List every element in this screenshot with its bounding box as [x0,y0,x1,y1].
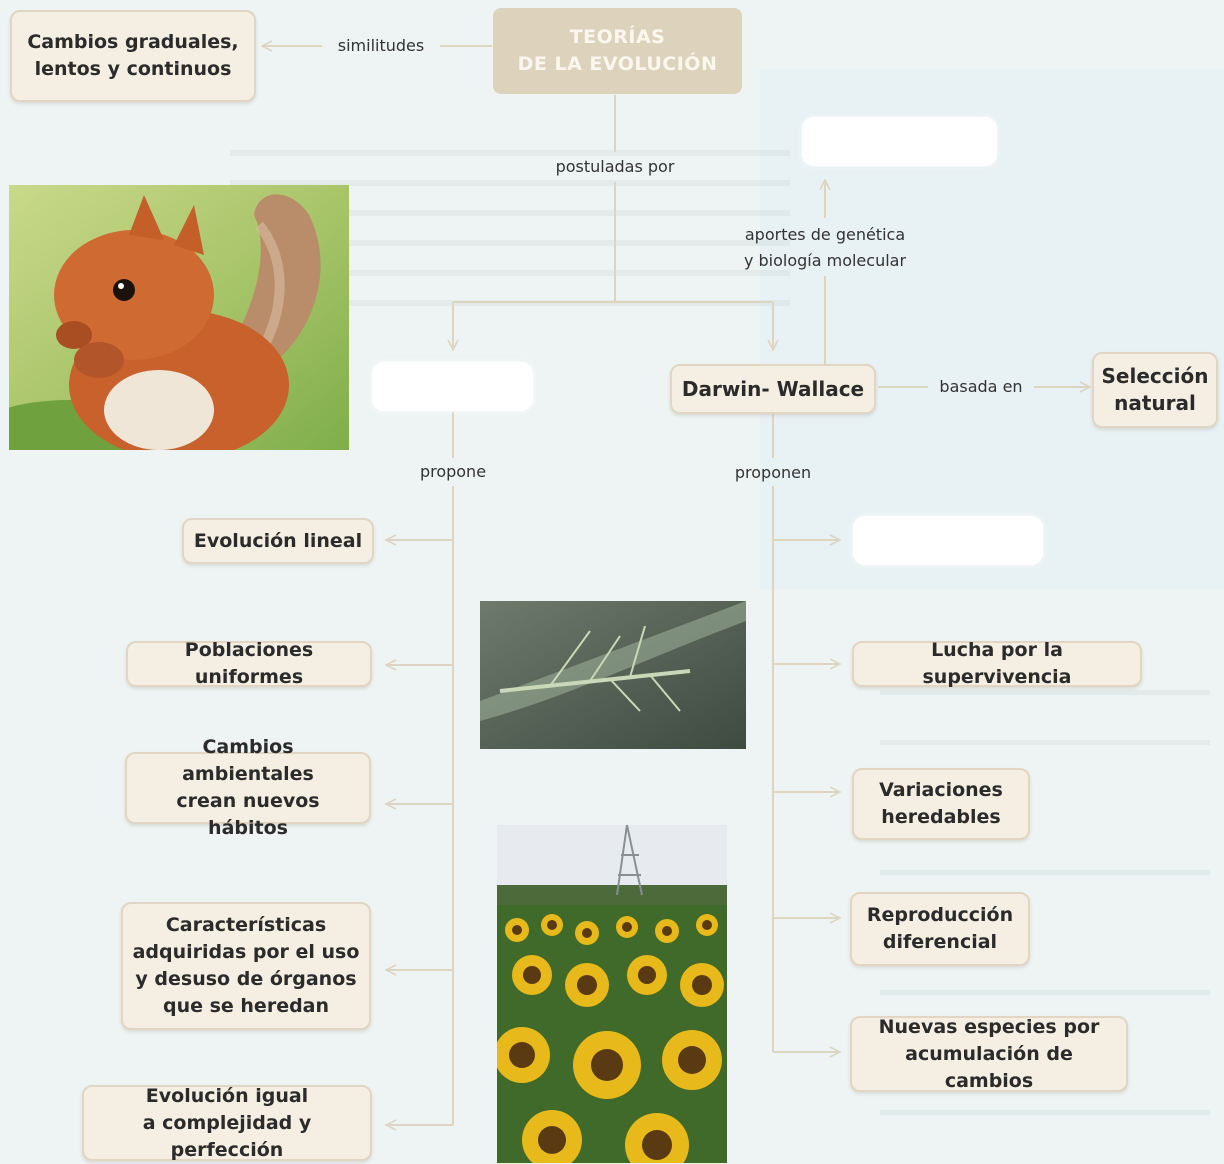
blank-box-modern-theory[interactable] [802,117,997,166]
node-darwin-wallace: Darwin- Wallace [670,364,876,414]
label-postuladas-por: postuladas por [555,157,675,176]
nuevas-especies-line2: acumulación de cambios [905,1042,1073,1092]
label-propone: propone [419,462,487,481]
evolucion-lineal-label: Evolución lineal [193,529,363,552]
title-box: TEORÍAS DE LA EVOLUCIÓN [493,8,742,94]
node-seleccion-natural: Selección natural [1092,352,1218,428]
sunflower-field-photo [497,825,727,1163]
node-poblaciones-uniformes: Poblaciones uniformes [126,639,372,688]
label-aportes-line1: aportes de genética [744,225,906,244]
blank-box-right-first[interactable] [853,516,1043,565]
cambios-graduales-line1: Cambios graduales, [27,31,239,53]
node-cambios-ambientales: Cambios ambientales crean nuevos hábitos [125,736,371,839]
seleccion-line1: Selección [1101,364,1209,388]
seleccion-line2: natural [1114,391,1196,415]
node-caracteristicas: Características adquiridas por el uso y … [121,902,371,1030]
reproduccion-line1: Reproducción [866,904,1014,926]
title-line2: DE LA EVOLUCIÓN [517,53,718,75]
variaciones-line2: heredables [881,806,1001,828]
poblaciones-uniformes-label: Poblaciones uniformes [184,639,314,688]
darwin-wallace-label: Darwin- Wallace [681,376,865,401]
cambios-graduales-line2: lentos y continuos [34,58,232,80]
node-variaciones-heredables: Variaciones heredables [852,768,1030,840]
nuevas-especies-line1: Nuevas especies por [878,1015,1100,1038]
node-reproduccion-diferencial: Reproducción diferencial [850,892,1030,966]
label-proponen: proponen [734,463,812,482]
reproduccion-line2: diferencial [882,931,998,953]
node-cambios-graduales: Cambios graduales, lentos y continuos [10,10,256,102]
caracteristicas-line3: y desuso de órganos [135,968,357,990]
blank-box-lamarck[interactable] [372,362,533,411]
node-evolucion-lineal: Evolución lineal [182,518,374,564]
title-line1: TEORÍAS [569,26,666,48]
lucha-label: Lucha por la supervivencia [922,639,1072,688]
variaciones-line1: Variaciones [879,779,1003,801]
caracteristicas-line2: adquiridas por el uso [132,941,360,963]
squirrel-photo [9,185,349,450]
stick-insect-photo [480,601,746,749]
label-basada-en: basada en [939,377,1023,396]
caracteristicas-line1: Características [165,914,327,936]
cambios-ambientales-line1: Cambios ambientales [182,736,314,785]
caracteristicas-line4: que se heredan [162,995,330,1017]
evolucion-igual-line2: a complejidad y perfección [142,1111,312,1161]
cambios-ambientales-line2: crean nuevos hábitos [176,790,320,839]
node-evolucion-igual: Evolución igual a complejidad y perfecci… [82,1085,372,1161]
node-nuevas-especies: Nuevas especies por acumulación de cambi… [850,1016,1128,1092]
label-aportes-line2: y biología molecular [743,251,907,270]
node-lucha-supervivencia: Lucha por la supervivencia [852,639,1142,688]
label-similitudes: similitudes [337,36,425,55]
evolucion-igual-line1: Evolución igual [145,1084,309,1107]
